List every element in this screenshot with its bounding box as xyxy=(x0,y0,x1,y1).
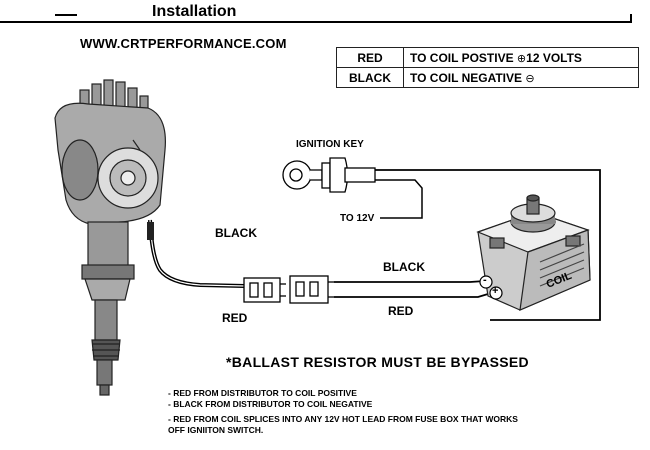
legend-desc-red: TO COIL POSTIVE ⊕12 VOLTS xyxy=(403,47,639,68)
black-wire xyxy=(334,280,486,283)
coil-positive-terminal-icon xyxy=(489,286,503,300)
install-notes: - RED FROM DISTRIBUTOR TO COIL POSITIVE … xyxy=(168,388,518,436)
note-item: - RED FROM COIL SPLICES INTO ANY 12V HOT… xyxy=(168,414,518,424)
red-wire-label-right: RED xyxy=(388,304,414,318)
black-wire-label-left: BLACK xyxy=(215,226,257,240)
note-item: OFF IGNIITON SWITCH. xyxy=(168,425,264,435)
page-title: Installation xyxy=(152,3,237,20)
note-item: - RED FROM DISTRIBUTOR TO COIL POSITIVE xyxy=(168,388,357,398)
legend-desc-red-text: TO COIL POSTIVE xyxy=(410,50,514,65)
black-wire-label-right: BLACK xyxy=(383,260,425,274)
red-wire-label-left: RED xyxy=(222,311,248,325)
legend-row-black: BLACK TO COIL NEGATIVE ⊖ xyxy=(336,67,639,88)
legend-desc-black: TO COIL NEGATIVE ⊖ xyxy=(403,67,639,88)
ignition-key-icon xyxy=(282,157,376,193)
to-12v-label: TO 12V xyxy=(340,213,375,224)
minus-circle-icon: ⊖ xyxy=(525,72,535,85)
header-rule xyxy=(0,21,632,23)
left-connector-icon xyxy=(243,277,286,303)
legend-desc-black-text: TO COIL NEGATIVE xyxy=(410,70,523,85)
wire-legend-table: RED TO COIL POSTIVE ⊕12 VOLTS BLACK TO C… xyxy=(336,47,639,88)
coil-icon xyxy=(476,194,591,311)
right-connector-icon xyxy=(289,275,334,304)
red-wire xyxy=(334,293,489,298)
coil-negative-sign: - xyxy=(483,274,487,286)
note-item: - BLACK FROM DISTRIBUTOR TO COIL NEGATIV… xyxy=(168,399,373,409)
header-rule-right xyxy=(630,14,632,23)
website-url: WWW.CRTPERFORMANCE.COM xyxy=(80,36,287,51)
key-12v-wire xyxy=(375,179,423,219)
distributor-grommet xyxy=(147,222,154,240)
legend-wire-black: BLACK xyxy=(336,67,404,88)
ignition-key-label: IGNITION KEY xyxy=(296,139,364,150)
header-rule-left xyxy=(55,14,77,16)
distributor-lead-wire-inner xyxy=(149,219,246,287)
distributor-icon xyxy=(54,79,166,396)
plus-circle-icon: ⊕ xyxy=(516,52,527,65)
legend-desc-red-volts: 12 VOLTS xyxy=(526,50,582,65)
key-to-coil-wire xyxy=(375,169,601,321)
coil-negative-terminal-icon xyxy=(479,275,493,289)
ballast-warning: *BALLAST RESISTOR MUST BE BYPASSED xyxy=(226,354,529,370)
coil-positive-sign: + xyxy=(492,285,499,297)
